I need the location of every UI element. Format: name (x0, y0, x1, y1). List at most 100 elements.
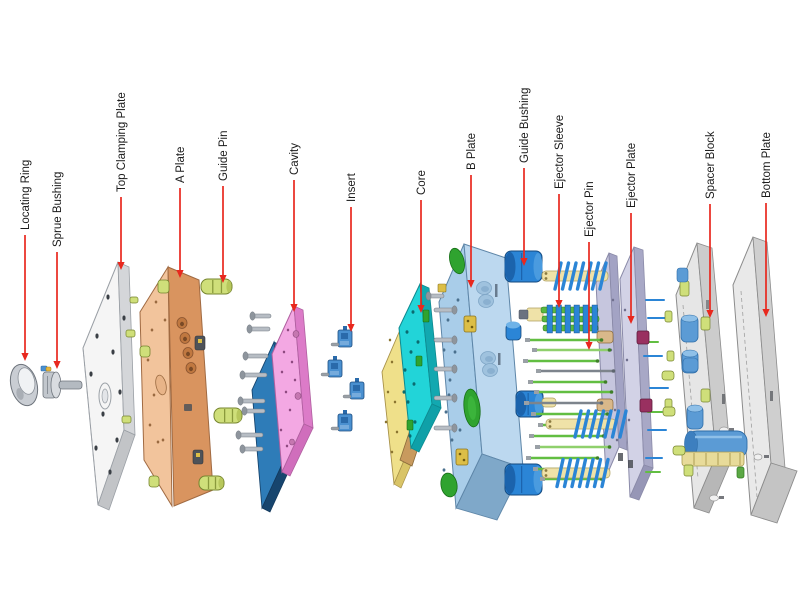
a-plate-shape (152, 393, 156, 397)
ejector-group-shape (528, 380, 533, 384)
ejector-group-shape (599, 338, 604, 342)
support-pillars-shape (700, 388, 711, 403)
ejector-plates-shape (618, 453, 623, 461)
ejector-group-shape (570, 457, 580, 489)
core-shape (412, 382, 416, 386)
top-clamping-plate-shape (101, 388, 109, 404)
a-plate-shape (189, 366, 193, 372)
cavity (235, 304, 314, 513)
guide-bushings-shape (504, 252, 516, 281)
a-plate-shape (180, 321, 184, 327)
ejector-group-shape (573, 304, 580, 334)
ejector-group-shape (607, 348, 612, 352)
arrowhead-icon-spacer-block (706, 310, 714, 318)
ejector-group-shape (568, 261, 578, 291)
arrowhead-icon-locating-ring (21, 353, 29, 361)
top-clamping-plate (82, 261, 139, 511)
cavity-shape (279, 428, 283, 432)
inserts-shape (330, 371, 339, 375)
ejector-plates-shape (639, 398, 653, 413)
label-text-sprue-bushing: Sprue Bushing (52, 172, 64, 247)
label-text-spacer-block: Spacer Block (705, 131, 717, 199)
label-bottom-plate: Bottom Plate (761, 132, 773, 317)
ejector-group-shape (577, 457, 588, 489)
b-plate-shape (455, 448, 469, 466)
arrowhead-icon-guide-pin (219, 275, 227, 283)
a-plate-shape (157, 279, 170, 294)
ejector-group-shape (525, 338, 530, 342)
core-shape (405, 330, 409, 334)
b-plate-shape (458, 428, 462, 432)
spacer-block-shape (706, 300, 709, 309)
core-shape (422, 309, 430, 323)
cavity-shape (288, 408, 292, 412)
arrowhead-icon-ejector-plate (627, 316, 635, 324)
support-pillars-shape (687, 404, 703, 413)
ejector-group-shape (562, 457, 573, 489)
ejector-group-shape (553, 261, 563, 291)
a-plate-shape (184, 404, 192, 411)
label-core: Core (416, 170, 428, 313)
spacer-block-shape (709, 494, 719, 502)
a-plate-shape (148, 475, 160, 488)
b-plate-shape (449, 247, 465, 275)
b-plate-shape (442, 348, 446, 352)
ejector-group-shape (580, 409, 591, 439)
a-plate-shape (161, 438, 165, 442)
ejector-group-shape (532, 348, 537, 352)
support-pillars-shape (682, 349, 698, 358)
top-clamping-plate-shape (108, 469, 112, 475)
core-fixing-screws-shape (451, 305, 458, 315)
support-pillars-shape (662, 406, 676, 417)
ejector-group-shape (548, 425, 552, 428)
inserts-shape (341, 333, 348, 339)
label-a-plate: A Plate (175, 147, 187, 278)
ejector-group-shape (544, 272, 548, 275)
cavity-shape (282, 350, 286, 354)
arrowhead-icon-ejector-sleeve (555, 300, 563, 308)
bottom-plate-shape (750, 462, 798, 524)
core-shape (409, 350, 413, 354)
cavity-shape (241, 406, 248, 416)
top-clamping-plate-shape (98, 382, 112, 410)
a-plate-shape (213, 407, 243, 424)
ejector-group-shape (582, 304, 589, 334)
b-plate-shape (487, 368, 495, 374)
a-plate-shape (236, 409, 242, 422)
core-shape (416, 340, 420, 344)
ejector-group-shape (523, 359, 528, 363)
support-pillars-shape (683, 464, 694, 477)
support-pillars-shape (682, 357, 699, 373)
b-plate-shape (463, 315, 477, 333)
ejector-plates-shape (629, 464, 654, 501)
inserts-shape (355, 378, 359, 383)
ejector-group-shape (544, 474, 548, 477)
ejector-group-shape (526, 307, 544, 322)
cavity-shape (284, 390, 288, 394)
sprue-bushing-shape (58, 380, 83, 390)
b-plate-shape (483, 299, 491, 305)
bottom-plate (732, 236, 798, 524)
core-shape (390, 450, 394, 454)
guide-bushings (504, 250, 557, 496)
locating-ring-shape (17, 367, 36, 395)
ejector-group-shape (573, 409, 583, 439)
arrowhead-icon-sprue-bushing (53, 361, 61, 369)
arrowhead-icon-b-plate (467, 280, 475, 288)
cavity-shape (292, 330, 300, 338)
ejector-plates-shape (628, 460, 633, 468)
label-text-b-plate: B Plate (466, 133, 478, 170)
core-fixing-screws-shape (451, 423, 458, 433)
a-plate-shape (163, 318, 167, 322)
core-fixing-screws-shape (451, 335, 458, 345)
cavity-shape (290, 360, 294, 364)
top-clamping-plate-shape (89, 371, 93, 377)
support-pillars (661, 267, 748, 477)
core-shape (411, 310, 415, 314)
bottom-plate-shape (764, 455, 769, 458)
core (381, 282, 442, 489)
b-plate-shape (450, 438, 454, 442)
bottom-plate-shape (753, 453, 763, 461)
label-ejector-pin: Ejector Pin (584, 181, 596, 350)
top-clamping-plate-shape (94, 445, 98, 451)
